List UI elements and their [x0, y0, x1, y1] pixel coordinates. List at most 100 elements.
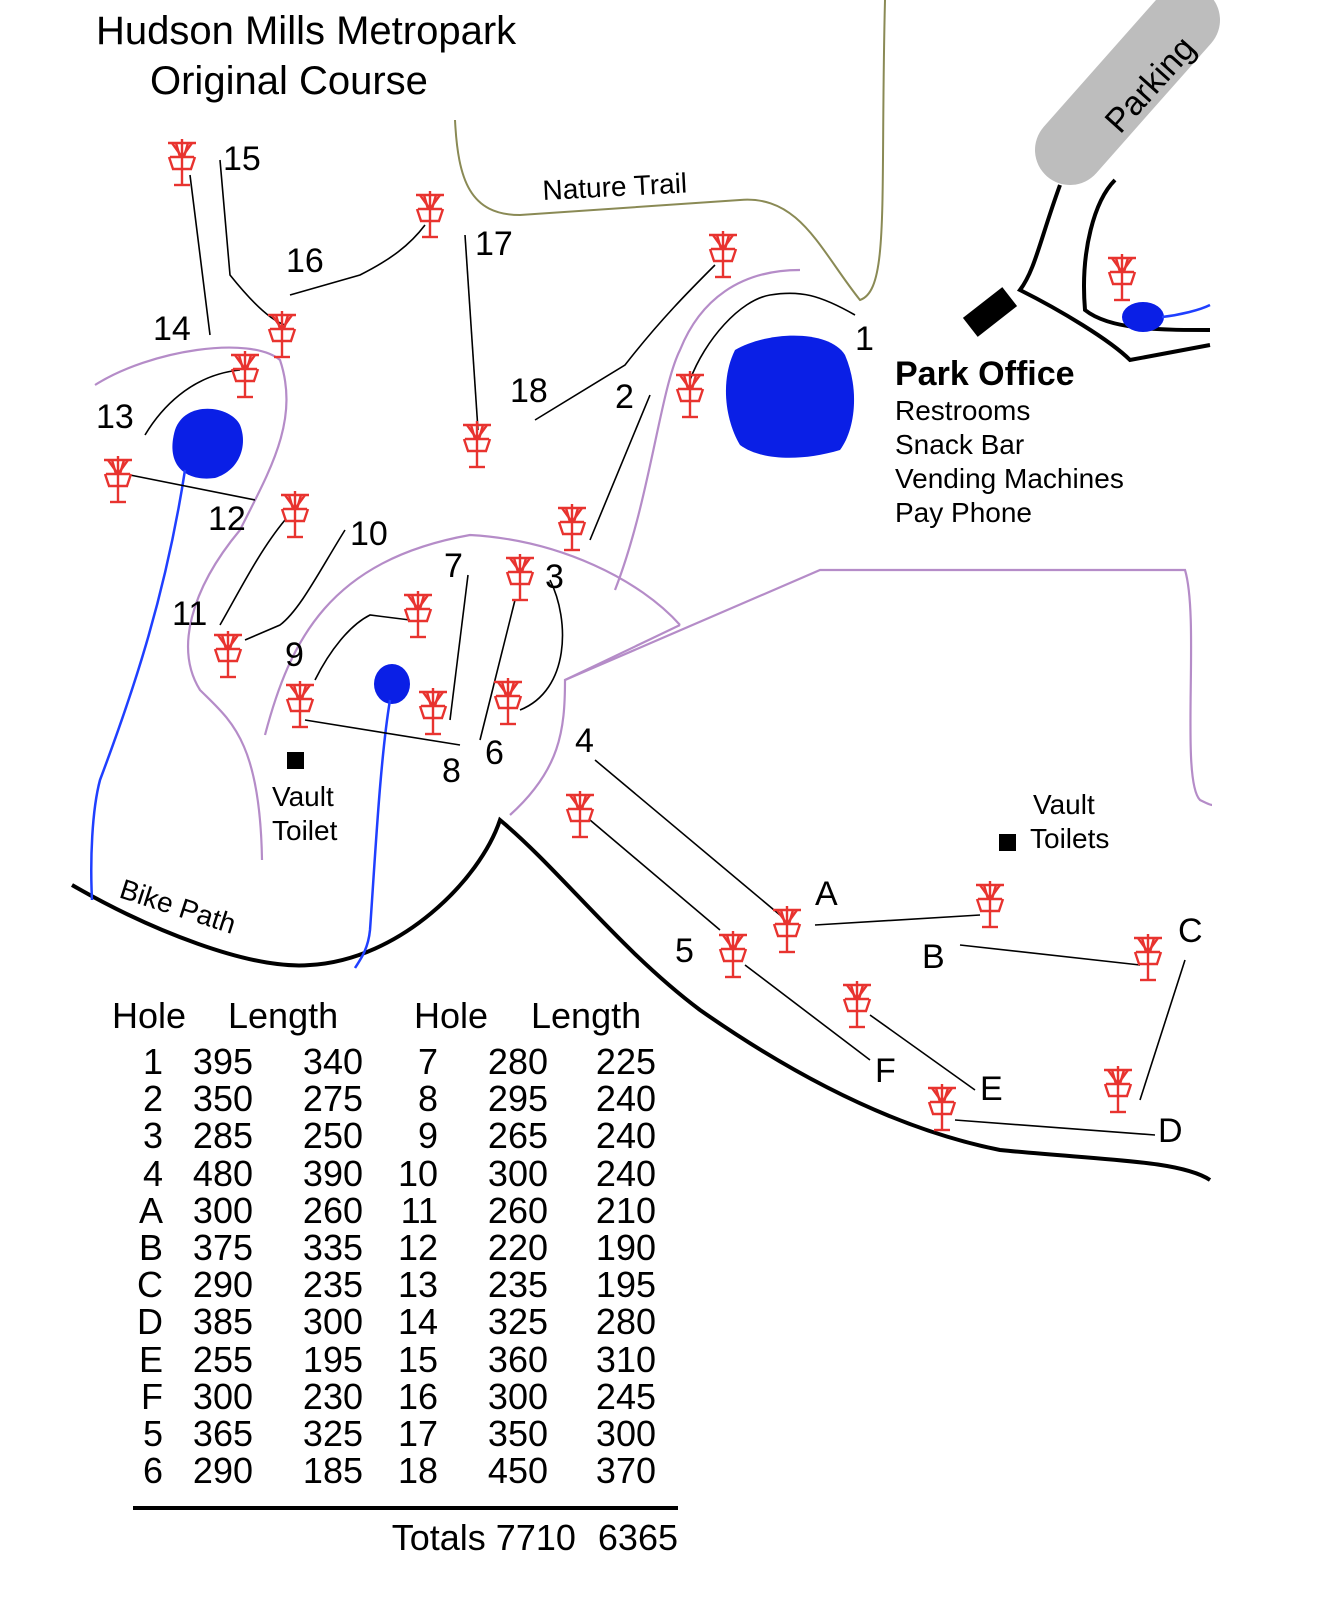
- hole-label-5: 5: [675, 932, 694, 970]
- basket-icon-10: [213, 631, 243, 679]
- bike-path-label: Bike Path: [116, 873, 240, 940]
- table-cell-short: 225: [595, 1041, 656, 1082]
- hole-label-6: 6: [485, 734, 504, 772]
- park-trails: [94, 268, 1213, 861]
- basket-icon-11: [280, 491, 310, 539]
- table-cell-hole: F: [141, 1375, 163, 1417]
- table-cell-short: 250: [302, 1115, 363, 1157]
- table-cell-short: 390: [302, 1152, 363, 1194]
- table-header-length-left: Length: [228, 995, 339, 1036]
- table-cell-long: 375: [192, 1227, 253, 1268]
- table-cell-hole: 18: [398, 1450, 439, 1492]
- basket-icon-15: [167, 139, 197, 187]
- basket-icon-B: [975, 881, 1005, 929]
- water-features: [90, 302, 1211, 969]
- hole-label-3: 3: [545, 558, 564, 596]
- table-header-hole-right: Hole: [414, 995, 489, 1036]
- table-cell-long: 290: [192, 1264, 253, 1306]
- hole-label-C: C: [1178, 912, 1203, 950]
- table-cell-long: 235: [487, 1264, 548, 1306]
- hole-label-E: E: [980, 1070, 1003, 1108]
- pond-west: [172, 408, 243, 479]
- pond-large: [725, 335, 855, 458]
- table-cell-long: 480: [192, 1152, 253, 1194]
- basket-icon-6: [493, 678, 523, 726]
- amenity-snack-bar: Snack Bar: [895, 429, 1024, 460]
- hole-label-A: A: [815, 875, 838, 913]
- hole-label-D: D: [1158, 1112, 1183, 1150]
- table-cell-hole: D: [137, 1301, 163, 1343]
- table-row: C 290 235: [108, 1264, 688, 1305]
- basket-icon-D: [1103, 1066, 1133, 1114]
- hole-label-18: 18: [510, 372, 548, 410]
- table-cell-short: 240: [595, 1152, 656, 1194]
- amenity-restrooms: Restrooms: [895, 395, 1030, 426]
- table-cell-short: 240: [595, 1078, 656, 1120]
- hole-label-4: 4: [575, 722, 594, 760]
- table-cell-hole: 17: [398, 1413, 439, 1454]
- table-cell-long: 255: [192, 1338, 253, 1380]
- table-row: B 375 335: [108, 1227, 688, 1268]
- park-office-name: Park Office: [895, 355, 1075, 393]
- fairway-lines: [129, 159, 1186, 1136]
- basket-icon-9: [403, 591, 433, 639]
- hole-label-17: 17: [475, 225, 513, 263]
- amenity-vending-machines: Vending Machines: [895, 463, 1124, 494]
- hole-label-9: 9: [285, 636, 304, 674]
- basket-icon-C: [1133, 934, 1163, 982]
- basket-icon-4: [565, 791, 595, 839]
- parking-lot: Parking: [1035, 0, 1220, 185]
- basket-icon-5: [718, 931, 748, 979]
- table-cell-long: 360: [487, 1338, 548, 1380]
- table-cell-hole: 16: [398, 1375, 439, 1417]
- table-cell-short: 195: [595, 1264, 656, 1306]
- table-cell-short: 310: [595, 1338, 656, 1380]
- basket-icon-16: [415, 191, 445, 239]
- table-cell-short: 240: [595, 1115, 656, 1157]
- disc-golf-baskets: [103, 139, 1163, 1132]
- vault-toilets-east: Vault Toilets: [999, 789, 1109, 854]
- table-cell-hole: 8: [417, 1078, 438, 1120]
- table-cell-short: 335: [302, 1227, 363, 1268]
- table-cell-hole: B: [138, 1227, 163, 1268]
- hole-label-1: 1: [855, 320, 874, 358]
- table-cell-long: 260: [487, 1189, 548, 1231]
- park-road: [1016, 178, 1211, 363]
- table-cell-short: 260: [302, 1189, 363, 1231]
- table-cell-hole: A: [138, 1189, 163, 1231]
- basket-icon-1: [675, 371, 705, 419]
- nature-trail-label: Nature Trail: [542, 167, 688, 206]
- table-cell-hole: 7: [417, 1041, 438, 1082]
- hole-label-15: 15: [223, 140, 261, 178]
- hole-label-13: 13: [96, 398, 134, 436]
- table-cell-hole: C: [137, 1264, 163, 1306]
- basket-icon-13: [230, 351, 260, 399]
- hole-labels: 1 2 3 4 5 6 7 8 9 10 11 12 13 14 15 16 1…: [96, 140, 1203, 1150]
- table-cell-long: 395: [192, 1041, 253, 1082]
- table-cell-short: 300: [595, 1413, 656, 1454]
- table-header-length-right: Length: [531, 995, 642, 1036]
- basket-icon-8: [285, 681, 315, 729]
- basket-icon-A: [772, 906, 802, 954]
- vault-toilet-west: Vault Toilet: [272, 752, 338, 846]
- totals-long: 7710: [495, 1517, 576, 1558]
- table-cell-hole: 14: [398, 1301, 439, 1343]
- park-office-building: [962, 287, 1018, 337]
- table-cell-hole: 10: [398, 1152, 439, 1194]
- basket-icon-east: [1107, 254, 1137, 302]
- table-cell-short: 300: [302, 1301, 363, 1343]
- table-cell-short: 195: [302, 1338, 363, 1380]
- table-cell-hole: 11: [400, 1189, 438, 1231]
